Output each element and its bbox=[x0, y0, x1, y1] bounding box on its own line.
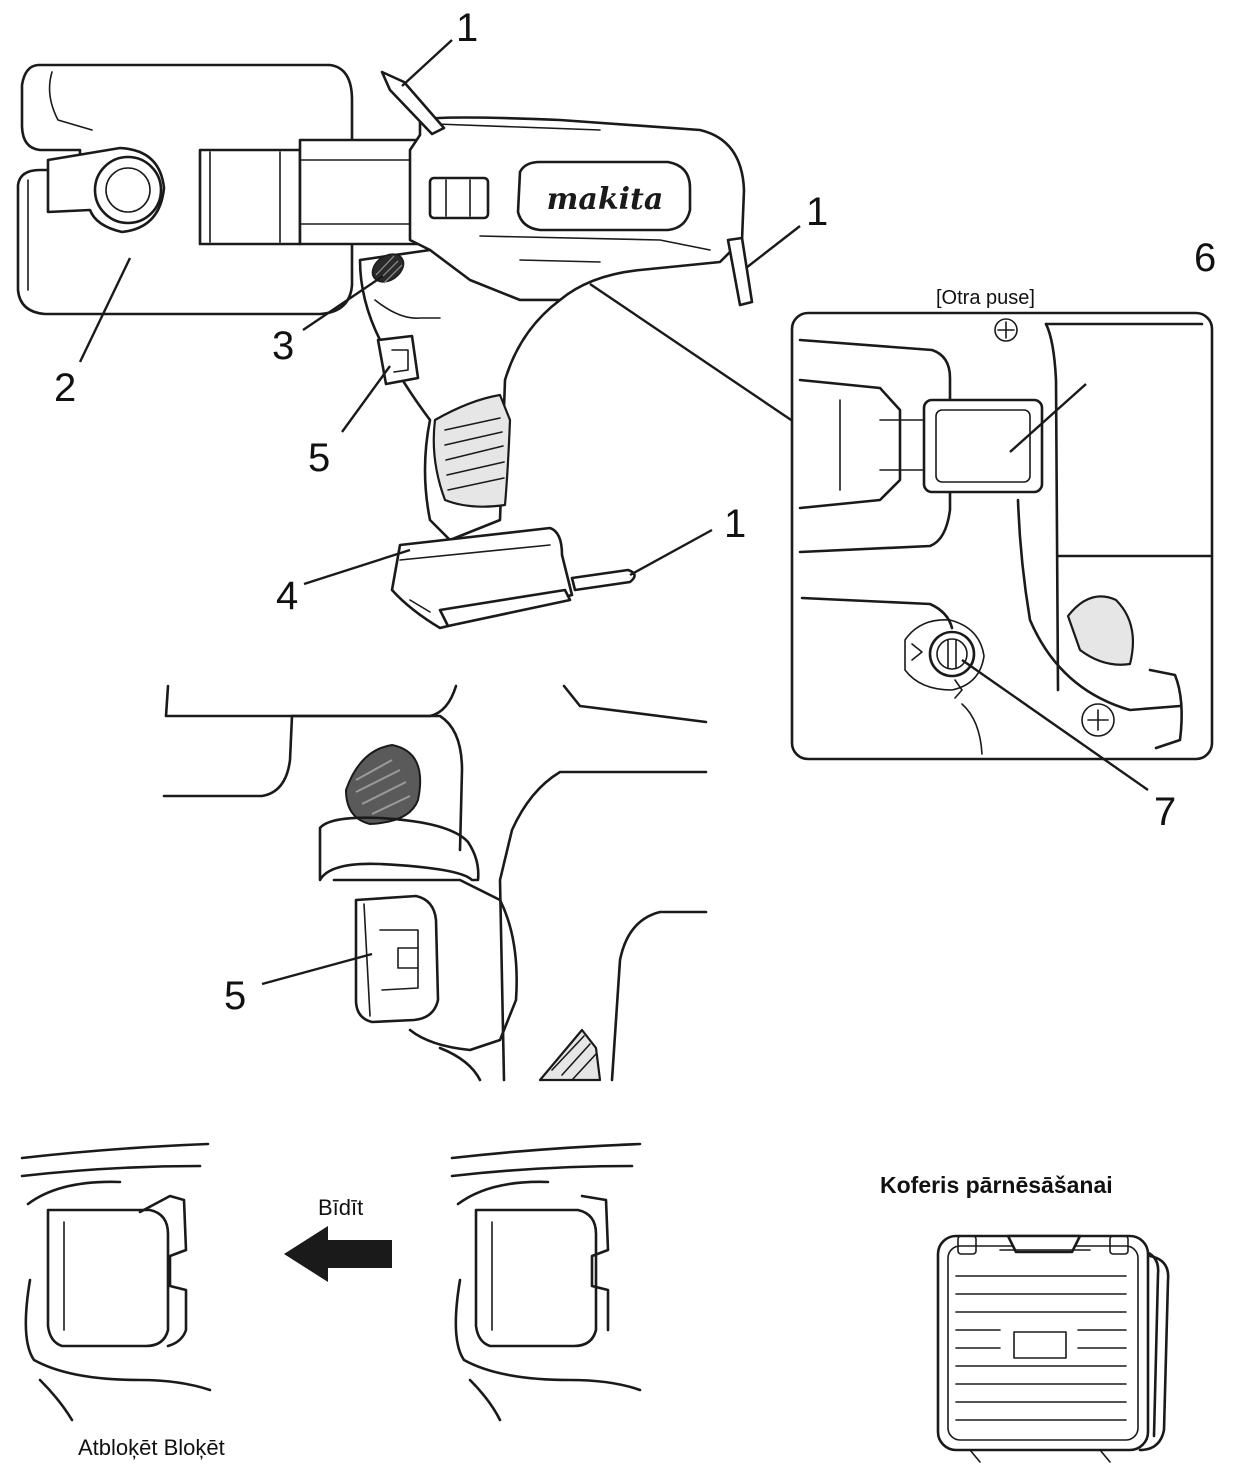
tool-handle bbox=[358, 248, 562, 542]
battery-foot-part-4 bbox=[390, 526, 574, 630]
lock-lever-part-5 bbox=[376, 334, 420, 386]
callout-3-release-button: 3 bbox=[272, 324, 295, 368]
tool-body bbox=[408, 116, 746, 302]
selector-knob-part-7 bbox=[904, 619, 985, 755]
locked-state-figure bbox=[450, 1142, 642, 1422]
push-label: Bīdīt bbox=[318, 1195, 364, 1220]
callout-4-battery-foot: 4 bbox=[276, 574, 299, 618]
release-button-part-3 bbox=[371, 253, 405, 284]
push-arrow bbox=[284, 1226, 392, 1282]
inset-caption: [Otra puse] bbox=[936, 287, 1035, 309]
inset-other-side bbox=[790, 311, 1214, 791]
carrying-case-title: Koferis pārnēsāšanai bbox=[880, 1172, 1113, 1198]
hook-part-1 bbox=[380, 70, 754, 592]
makita-logo: makita bbox=[546, 182, 664, 217]
crimping-tool-main-view bbox=[16, 63, 754, 630]
callout-1-rear-hook: 1 bbox=[806, 190, 829, 234]
unlock-lock-caption: Atbloķēt Bloķēt bbox=[78, 1435, 225, 1460]
carrying-case-illustration bbox=[936, 1234, 1170, 1463]
crimping-head bbox=[16, 63, 432, 316]
callout-1-top-hook: 1 bbox=[456, 6, 479, 50]
callout-2-head: 2 bbox=[54, 366, 77, 410]
callout-5-lock-lever: 5 bbox=[308, 436, 331, 480]
leader-lines-main bbox=[78, 39, 801, 586]
callout-6-latch: 6 bbox=[1194, 236, 1217, 280]
lock-unlock-diagram bbox=[20, 1142, 642, 1422]
callout-5-close-up: 5 bbox=[224, 974, 247, 1018]
unlocked-state-figure bbox=[20, 1142, 212, 1422]
callout-7-selector-knob: 7 bbox=[1154, 790, 1177, 834]
callout-1-bottom-hook: 1 bbox=[724, 502, 747, 546]
close-up-view bbox=[162, 684, 708, 1082]
